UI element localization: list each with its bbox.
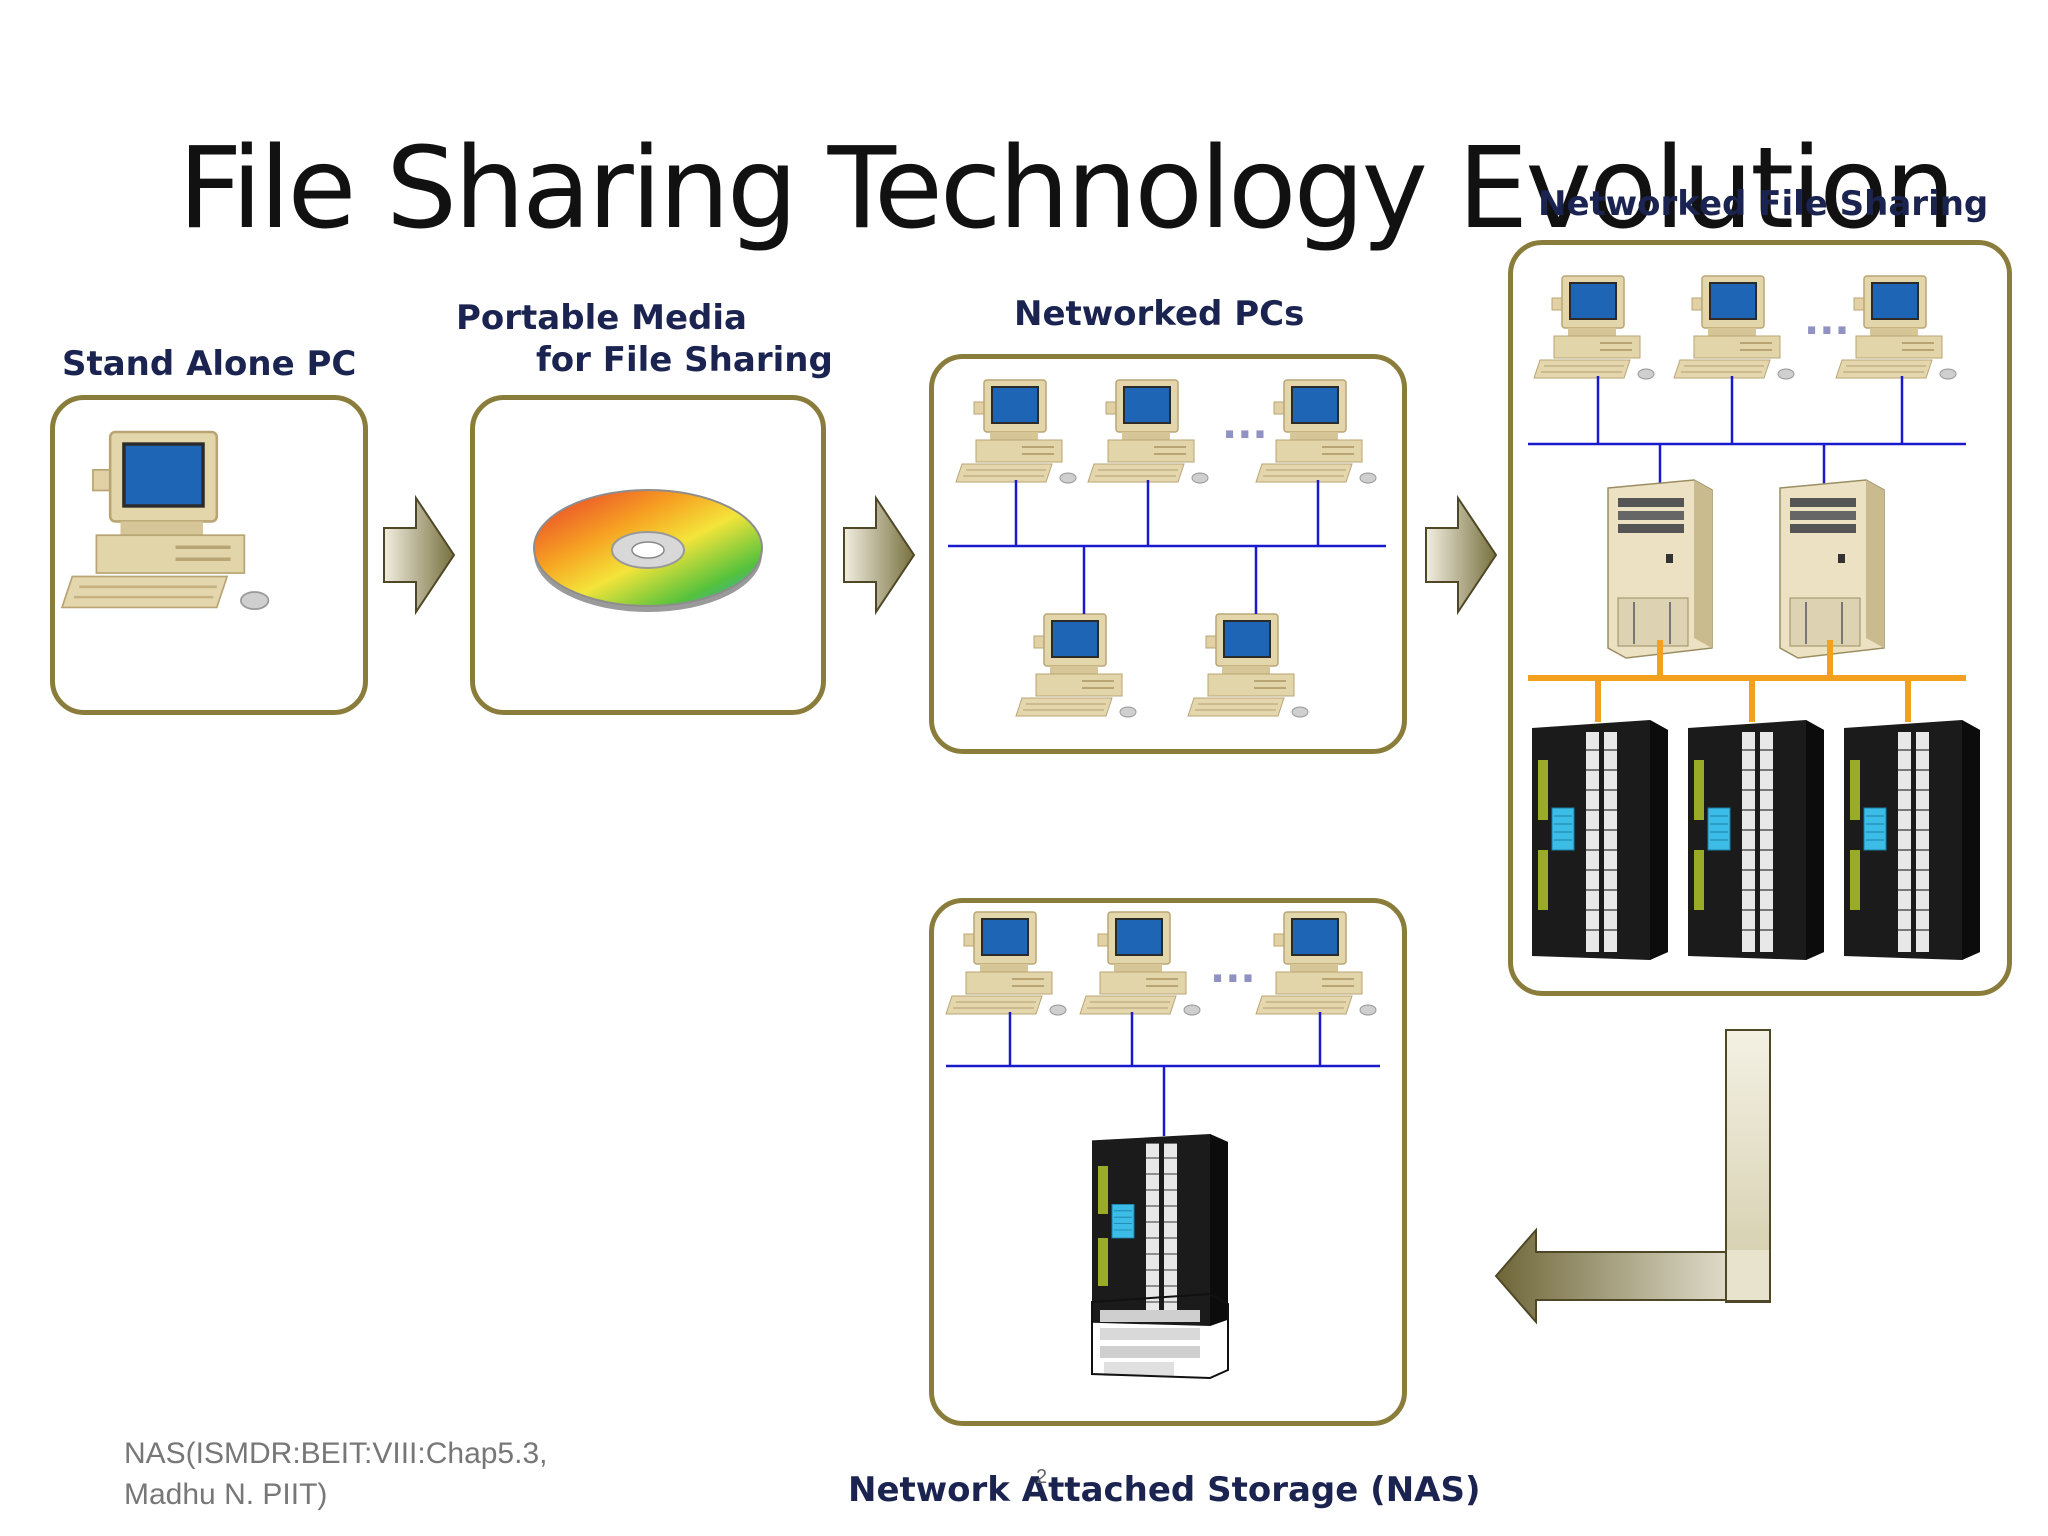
arrow-2	[843, 497, 915, 613]
pc-icon	[1079, 911, 1201, 1016]
footer-line-2: Madhu N. PIIT)	[124, 1478, 328, 1511]
standalone-pc-icon	[60, 430, 271, 611]
pc-icon	[1255, 379, 1377, 484]
pc-icon	[1015, 613, 1137, 718]
pc-icon	[1533, 275, 1655, 380]
arrow-1	[383, 497, 455, 613]
server-tower-icon	[1779, 479, 1885, 659]
cd-disc-icon	[533, 489, 763, 612]
pc-icon	[1187, 613, 1309, 718]
storage-rack-icon	[1843, 719, 1981, 961]
footer-line-1: NAS(ISMDR:BEIT:VIII:Chap5.3,	[124, 1437, 548, 1470]
networked-pcs-diagram: ...	[948, 379, 1386, 718]
arrow-3	[1425, 497, 1497, 613]
server-tower-icon	[1607, 479, 1713, 659]
label-networked-file-sharing: Networked File Sharing	[1538, 184, 1989, 224]
pc-icon	[1673, 275, 1795, 380]
pc-icon	[945, 911, 1067, 1016]
pc-icon	[1087, 379, 1209, 484]
networked-file-sharing-diagram: ...	[1528, 275, 1981, 961]
page-number: 2	[1036, 1466, 1048, 1488]
nas-device-icon	[1091, 1133, 1229, 1380]
footer-citation: NAS(ISMDR:BEIT:VIII:Chap5.3, Madhu N. PI…	[124, 1433, 547, 1515]
ellipsis: ...	[1210, 946, 1256, 992]
label-portable-media-line2: for File Sharing	[536, 340, 833, 380]
storage-rack-icon	[1531, 719, 1669, 961]
pc-icon	[1255, 911, 1377, 1016]
slide-title: File Sharing Technology Evolution	[178, 124, 1956, 254]
pc-icon	[1835, 275, 1957, 380]
ellipsis: ...	[1804, 298, 1850, 344]
pc-icon	[955, 379, 1077, 484]
label-standalone-pc: Stand Alone PC	[62, 344, 357, 384]
arrow-return	[1494, 1029, 1771, 1325]
storage-rack-icon	[1687, 719, 1825, 961]
label-portable-media-line1: Portable Media	[456, 298, 747, 338]
label-nas: Network Attached Storage (NAS)	[848, 1470, 1481, 1510]
ellipsis: ...	[1222, 402, 1268, 448]
nas-diagram: ...	[945, 911, 1380, 1380]
label-networked-pcs: Networked PCs	[1014, 294, 1305, 334]
